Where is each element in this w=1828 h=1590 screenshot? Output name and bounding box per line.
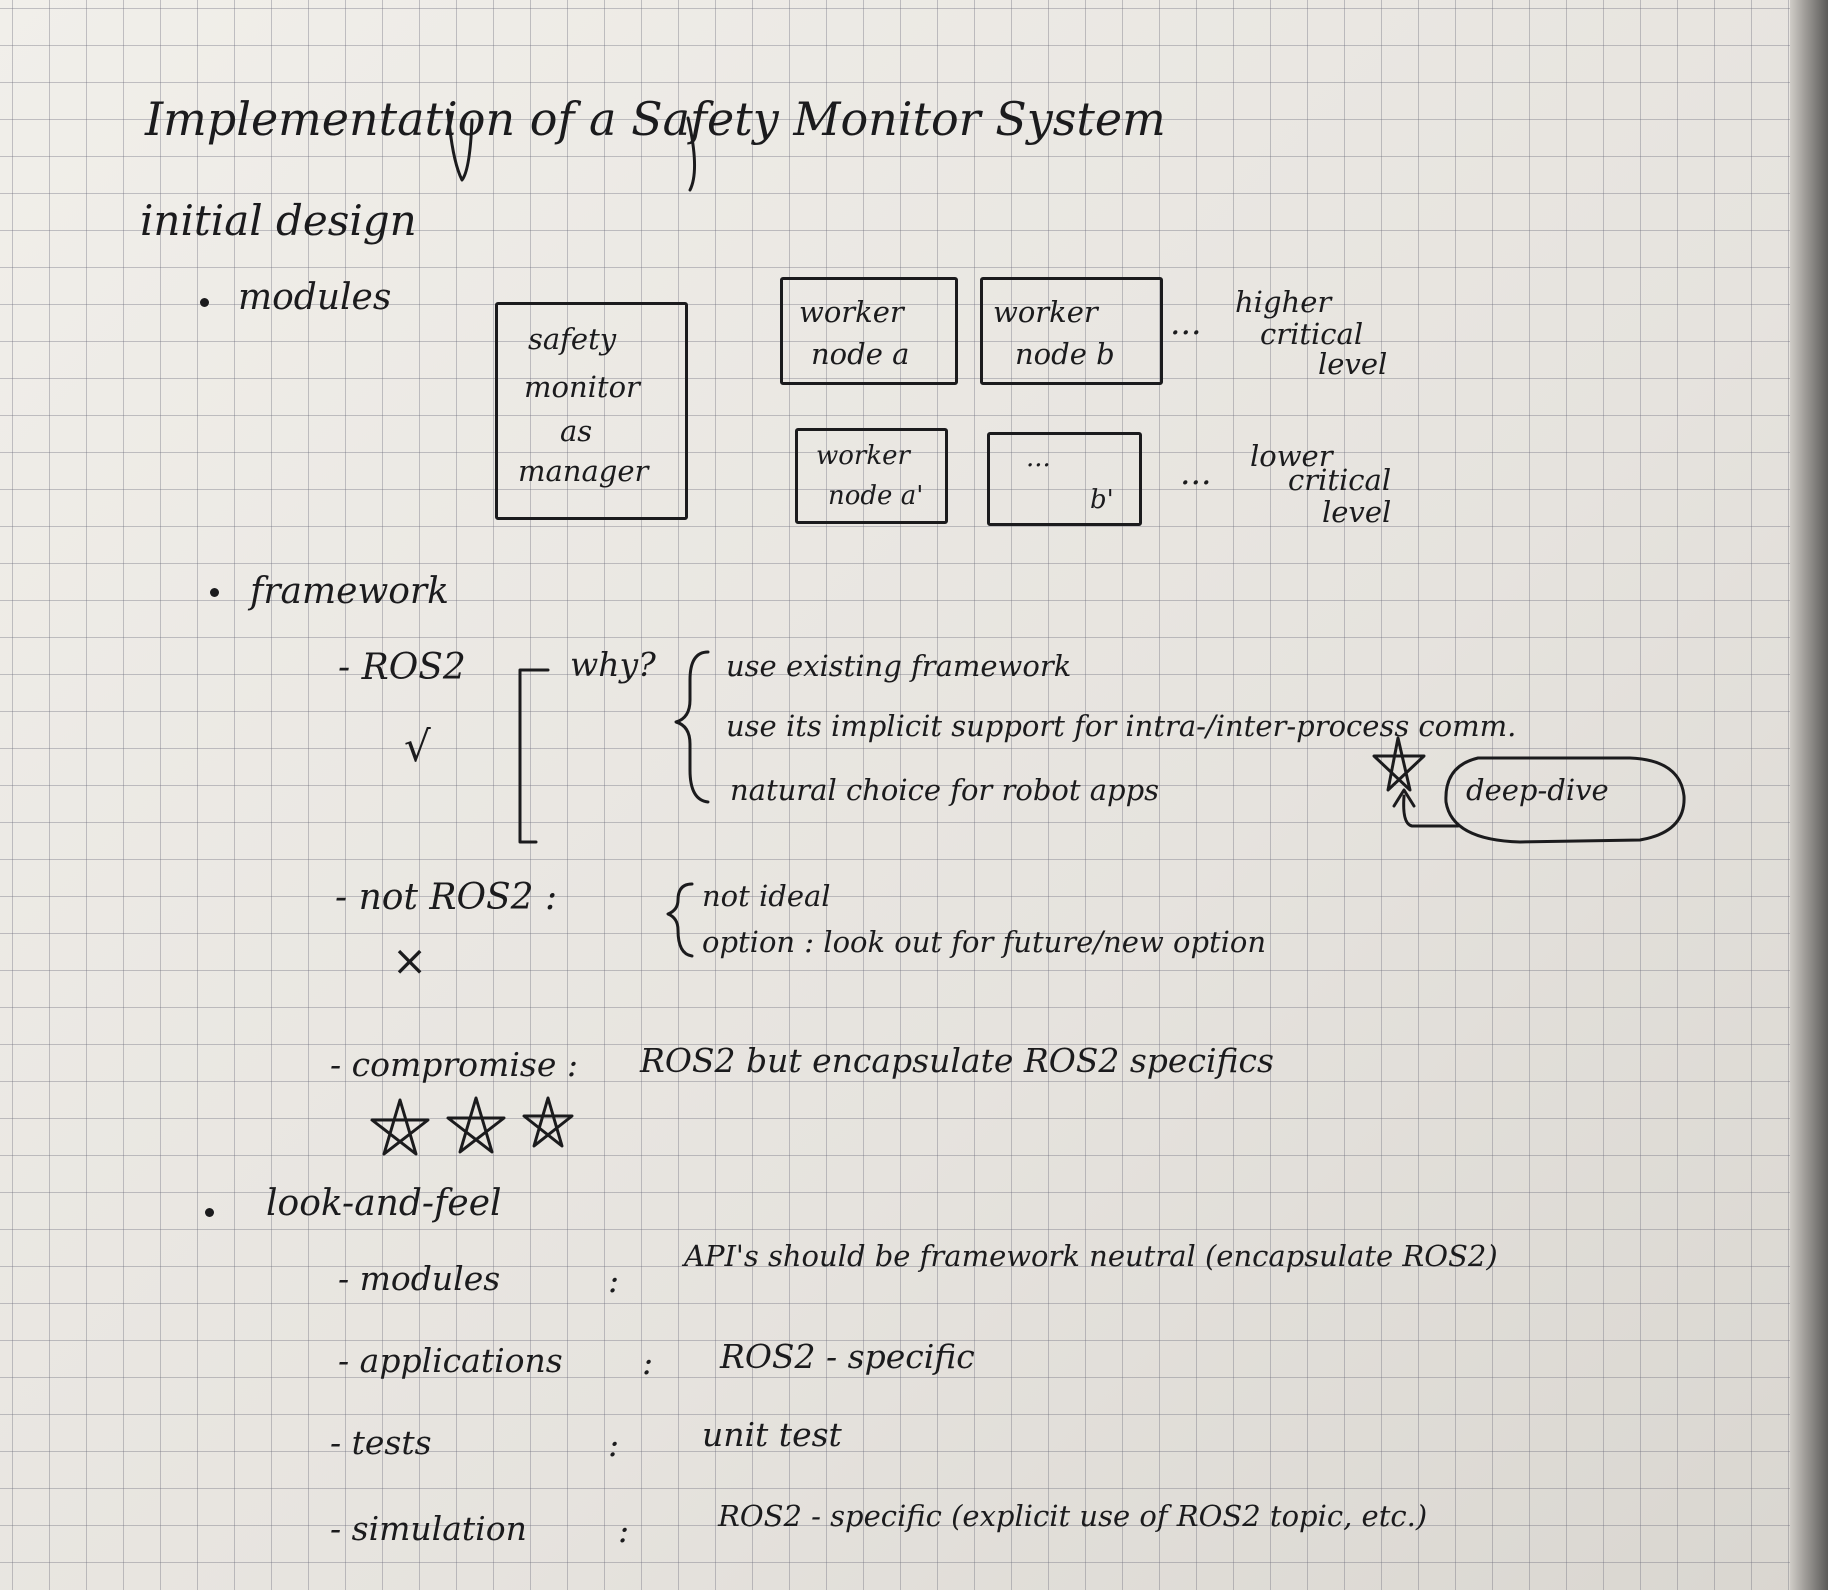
deep-dive-arrowhead	[1392, 788, 1416, 808]
framework-heading: framework	[250, 571, 449, 612]
not-ros2-point-1: not ideal	[702, 879, 831, 913]
worker-node-b-prime-box: ... b'	[987, 432, 1142, 526]
manager-box-line-4: manager	[518, 454, 649, 488]
higher-label-3: level	[1318, 347, 1388, 381]
look-and-feel-heading: look-and-feel	[266, 1183, 502, 1224]
worker-node-a-box: worker node a	[780, 277, 958, 385]
lf-row-label: - applications	[338, 1341, 563, 1380]
lower-label-3: level	[1322, 495, 1392, 529]
lf-row-colon: :	[642, 1343, 654, 1382]
not-ros2-point-2: option : look out for future/new option	[702, 925, 1267, 959]
higher-label-1: higher	[1235, 285, 1332, 319]
worker-b-prime-line-1: ...	[1026, 443, 1051, 473]
worker-a-prime-line-1: worker	[816, 441, 910, 471]
star-icon	[522, 1096, 574, 1148]
notebook-binding-edge	[1790, 0, 1828, 1590]
safety-monitor-manager-box: safety monitor as manager	[495, 302, 688, 520]
deep-dive-arrow	[1402, 794, 1460, 828]
not-ros2-cross: ×	[392, 936, 428, 985]
worker-a-line-1: worker	[799, 295, 904, 329]
lf-row-value: ROS2 - specific (explicit use of ROS2 to…	[718, 1499, 1428, 1533]
worker-a-line-2: node a	[811, 337, 910, 371]
worker-b-line-2: node b	[1015, 337, 1115, 371]
ros2-bracket	[518, 668, 550, 844]
lf-row-label: - tests	[330, 1423, 432, 1462]
lower-label-2: critical	[1288, 463, 1392, 497]
page-title: Implementation of a Safety Monitor Syste…	[145, 92, 1166, 146]
reason-1: use existing framework	[726, 649, 1072, 683]
compromise-text: ROS2 but encapsulate ROS2 specifics	[640, 1041, 1274, 1080]
reason-3: natural choice for robot apps	[730, 773, 1160, 807]
lf-row-colon: :	[608, 1425, 620, 1464]
lf-row-label: - simulation	[330, 1509, 527, 1548]
higher-label-2: critical	[1260, 317, 1364, 351]
bullet-modules	[200, 298, 209, 307]
ros2-option: - ROS2	[338, 647, 466, 688]
lower-label-1: lower	[1250, 439, 1333, 473]
lf-row-value: ROS2 - specific	[720, 1337, 975, 1376]
why-label: why?	[570, 645, 656, 684]
not-ros2-brace	[666, 882, 694, 958]
lf-row-value: unit test	[702, 1415, 842, 1454]
ellipsis-lower: ...	[1180, 453, 1212, 492]
worker-node-b-box: worker node b	[980, 277, 1163, 385]
ros2-checkmark: √	[404, 722, 431, 771]
deep-dive-bubble	[1444, 756, 1686, 844]
hand-drawn-strokes	[370, 108, 1686, 1156]
title-descender-stroke	[446, 108, 474, 182]
manager-box-line-1: safety	[528, 322, 617, 356]
worker-b-line-1: worker	[993, 295, 1098, 329]
bullet-framework	[210, 588, 219, 597]
reasons-brace	[674, 650, 710, 804]
lf-row-value: API's should be framework neutral (encap…	[684, 1239, 1498, 1273]
lf-row-label: - modules	[338, 1259, 501, 1298]
title-descender-stroke	[686, 116, 697, 192]
deep-dive-label: deep-dive	[1466, 773, 1609, 807]
lf-row-colon: :	[618, 1511, 630, 1550]
section-heading-initial-design: initial design	[140, 196, 417, 245]
star-icon	[1372, 736, 1426, 792]
star-icon	[446, 1096, 506, 1154]
star-icon	[370, 1098, 430, 1156]
worker-node-a-prime-box: worker node a'	[795, 428, 948, 524]
manager-box-line-2: monitor	[524, 370, 640, 404]
modules-heading: modules	[238, 277, 392, 318]
reason-2: use its implicit support for intra-/inte…	[726, 709, 1517, 743]
lf-row-colon: :	[608, 1261, 620, 1300]
compromise-option: - compromise :	[330, 1045, 578, 1084]
bullet-look-and-feel	[205, 1208, 214, 1217]
not-ros2-option: - not ROS2 :	[335, 877, 558, 918]
worker-a-prime-line-2: node a'	[828, 481, 924, 511]
ellipsis-higher: ...	[1170, 303, 1202, 342]
manager-box-line-3: as	[560, 414, 593, 448]
worker-b-prime-line-2: b'	[1090, 485, 1114, 515]
